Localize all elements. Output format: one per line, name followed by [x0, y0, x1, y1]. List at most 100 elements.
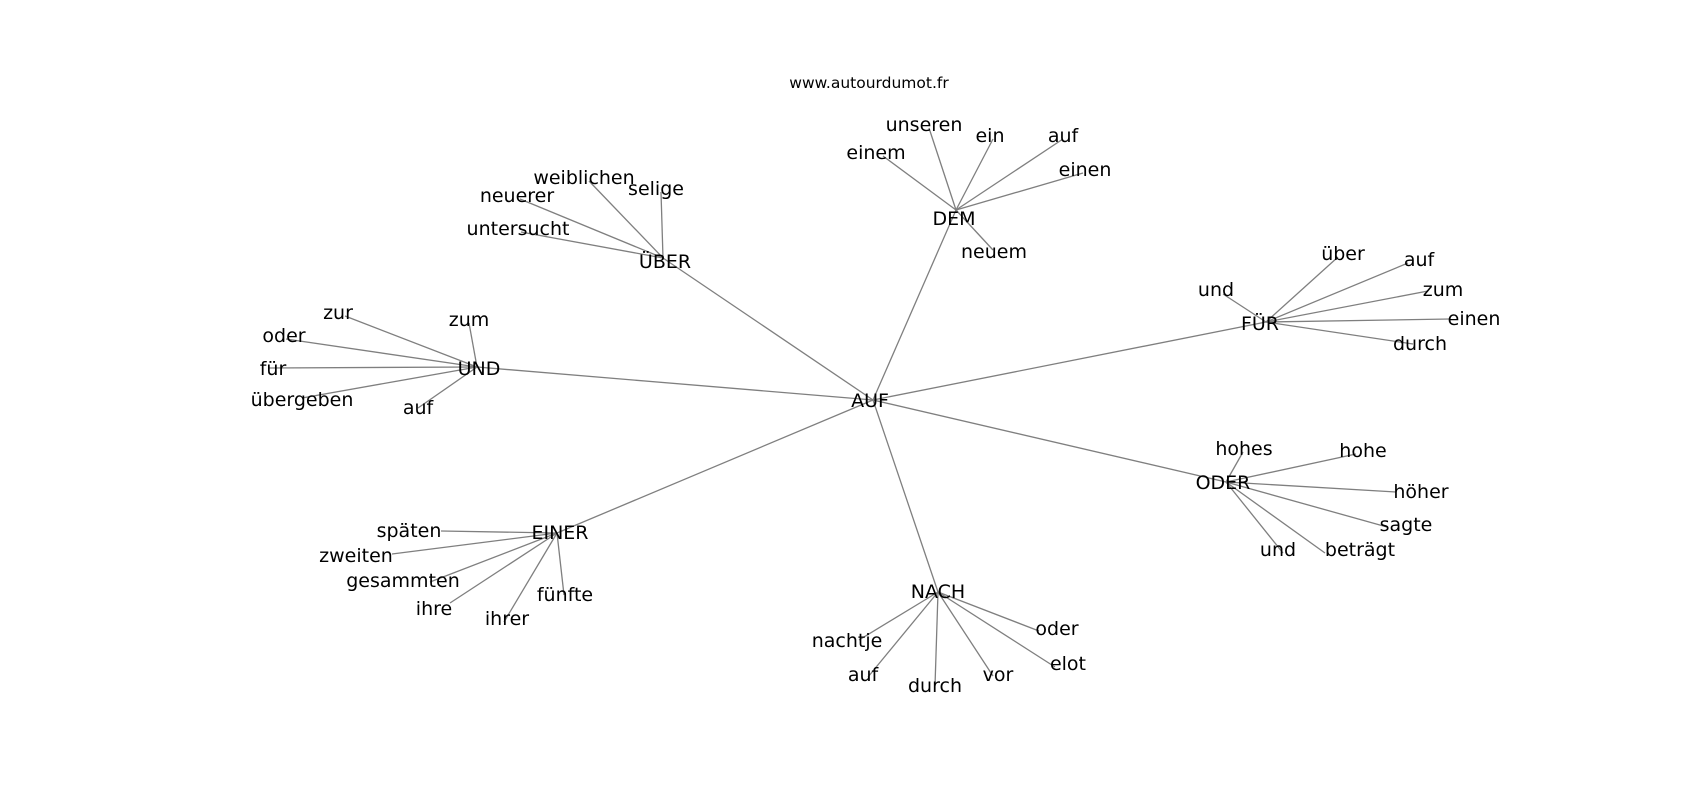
edge-und-leaf-1 [468, 322, 478, 368]
edge-einer-leaf-4 [503, 532, 558, 623]
leaf-word-oder-sagte[interactable]: sagte [1380, 514, 1433, 536]
leaf-word-und-zur[interactable]: zur [323, 302, 353, 324]
edge-auf-uber [662, 257, 874, 401]
leaf-word-uber-neuerer[interactable]: neuerer [480, 185, 555, 207]
leaf-word-fur-einen[interactable]: einen [1448, 308, 1501, 330]
edge-einer-leaf-5 [556, 532, 565, 596]
leaf-word-uber-weiblichen[interactable]: weiblichen [533, 167, 634, 189]
hub-word-nach[interactable]: NACH [911, 581, 965, 603]
hub-word-und[interactable]: UND [458, 358, 501, 380]
leaf-word-einer-zweiten[interactable]: zweiten [319, 545, 393, 567]
edge-nach-leaf-3 [937, 591, 994, 677]
edge-fur-leaf-1 [1222, 293, 1267, 323]
leaf-word-oder-und[interactable]: und [1260, 539, 1296, 561]
site-url[interactable]: www.autourdumot.fr [789, 74, 949, 92]
edge-fur-leaf-4 [1265, 318, 1451, 323]
leaf-word-einer-gesammten[interactable]: gesammten [346, 570, 460, 592]
leaf-word-dem-neuem[interactable]: neuem [961, 241, 1027, 263]
leaf-word-einer-spaten[interactable]: späten [377, 520, 442, 542]
leaf-word-und-fur[interactable]: für [260, 358, 287, 380]
edge-oder-leaf-2 [1225, 481, 1397, 493]
edge-einer-leaf-0 [440, 530, 558, 534]
edge-fur-leaf-2 [1265, 262, 1409, 323]
edge-dem-leaf-2 [955, 138, 994, 211]
edge-uber-leaf-1 [660, 191, 664, 259]
leaf-word-dem-einen[interactable]: einen [1059, 159, 1112, 181]
leaf-word-dem-unseren[interactable]: unseren [886, 114, 963, 136]
leaf-word-fur-und[interactable]: und [1198, 279, 1234, 301]
leaf-word-einer-funfte[interactable]: fünfte [537, 584, 593, 606]
edge-uber-leaf-2 [519, 198, 664, 259]
edge-dem-leaf-5 [955, 209, 994, 251]
leaf-word-nach-vor[interactable]: vor [983, 664, 1014, 686]
hub-dem: DEM einem unseren ein auf einen neuem [846, 114, 1111, 263]
edge-oder-leaf-1 [1225, 453, 1357, 483]
leaf-word-uber-selige[interactable]: selige [628, 178, 684, 200]
hub-word-einer[interactable]: EINER [531, 522, 588, 544]
edge-dem-leaf-3 [955, 138, 1064, 211]
edge-und-leaf-4 [301, 366, 478, 399]
edge-einer-leaf-1 [391, 532, 558, 555]
edge-oder-leaf-4 [1225, 481, 1326, 554]
leaf-word-dem-ein[interactable]: ein [975, 125, 1004, 147]
leaf-word-und-zum[interactable]: zum [449, 309, 490, 331]
hub-nach: NACH nachtje oder elot vor durch auf [812, 581, 1086, 697]
hub-einer: EINER späten zweiten gesammten ihre ihre… [319, 520, 593, 630]
edge-uber-leaf-0 [588, 180, 664, 259]
leaf-word-nach-durch[interactable]: durch [908, 675, 962, 697]
edge-und-leaf-2 [285, 338, 478, 368]
edge-auf-und [476, 366, 874, 401]
edge-uber-leaf-3 [520, 231, 664, 259]
edge-fur-leaf-0 [1265, 256, 1339, 323]
leaf-word-nach-oder[interactable]: oder [1035, 618, 1078, 640]
edge-dem-leaf-4 [955, 172, 1084, 211]
center-word[interactable]: AUF [851, 390, 889, 412]
leaf-word-einer-ihrer[interactable]: ihrer [485, 608, 529, 630]
hub-word-uber[interactable]: ÜBER [639, 250, 691, 273]
hub-fur: FÜR über und auf zum einen durch [1198, 243, 1500, 355]
edge-und-leaf-3 [268, 366, 478, 369]
edge-fur-leaf-5 [1265, 321, 1414, 345]
leaf-word-fur-zum[interactable]: zum [1423, 279, 1464, 301]
edge-oder-leaf-0 [1225, 451, 1244, 483]
leaf-word-fur-uber[interactable]: über [1321, 243, 1365, 265]
hub-word-fur[interactable]: FÜR [1241, 312, 1279, 335]
edge-auf-dem [872, 209, 957, 401]
leaf-word-oder-hohe[interactable]: hohe [1339, 440, 1386, 462]
edge-auf-nach [872, 399, 939, 593]
edge-oder-leaf-5 [1225, 481, 1284, 554]
leaf-word-fur-durch[interactable]: durch [1393, 333, 1447, 355]
hub-word-oder[interactable]: ODER [1196, 472, 1251, 494]
edge-einer-leaf-2 [429, 532, 558, 583]
hub-word-dem[interactable]: DEM [932, 208, 975, 230]
edge-auf-fur [872, 321, 1267, 401]
leaf-word-oder-betragt[interactable]: beträgt [1325, 539, 1395, 561]
edge-nach-leaf-1 [937, 591, 1040, 632]
edge-nach-leaf-2 [937, 591, 1056, 668]
leaf-word-und-ubergeben[interactable]: übergeben [251, 389, 354, 411]
hub-und: UND zur zum oder für übergeben auf [251, 302, 501, 419]
leaf-word-fur-auf[interactable]: auf [1404, 249, 1436, 271]
leaf-word-einer-ihre[interactable]: ihre [416, 598, 452, 620]
edge-und-leaf-5 [417, 366, 478, 409]
leaf-word-dem-auf[interactable]: auf [1048, 125, 1080, 147]
edge-nach-leaf-4 [934, 591, 939, 687]
graph-edges [268, 127, 1451, 687]
leaf-word-uber-untersucht[interactable]: untersucht [467, 218, 570, 240]
leaf-word-nach-nachtje[interactable]: nachtje [812, 630, 883, 652]
hub-uber: ÜBER weiblichen selige neuerer untersuch… [467, 167, 692, 273]
edge-und-leaf-0 [344, 315, 478, 368]
edge-auf-oder [872, 399, 1227, 483]
hub-oder: ODER hohes hohe höher sagte beträgt und [1196, 438, 1449, 561]
leaf-word-oder-hoher[interactable]: höher [1393, 481, 1448, 503]
leaf-word-dem-einem[interactable]: einem [846, 142, 905, 164]
leaf-word-und-auf[interactable]: auf [403, 397, 435, 419]
leaf-word-und-oder[interactable]: oder [262, 325, 305, 347]
edge-oder-leaf-3 [1225, 481, 1388, 528]
leaf-word-oder-hohes[interactable]: hohes [1215, 438, 1272, 460]
edge-dem-leaf-1 [928, 127, 957, 211]
leaf-word-nach-auf[interactable]: auf [848, 664, 880, 686]
leaf-word-nach-elot[interactable]: elot [1050, 653, 1086, 675]
